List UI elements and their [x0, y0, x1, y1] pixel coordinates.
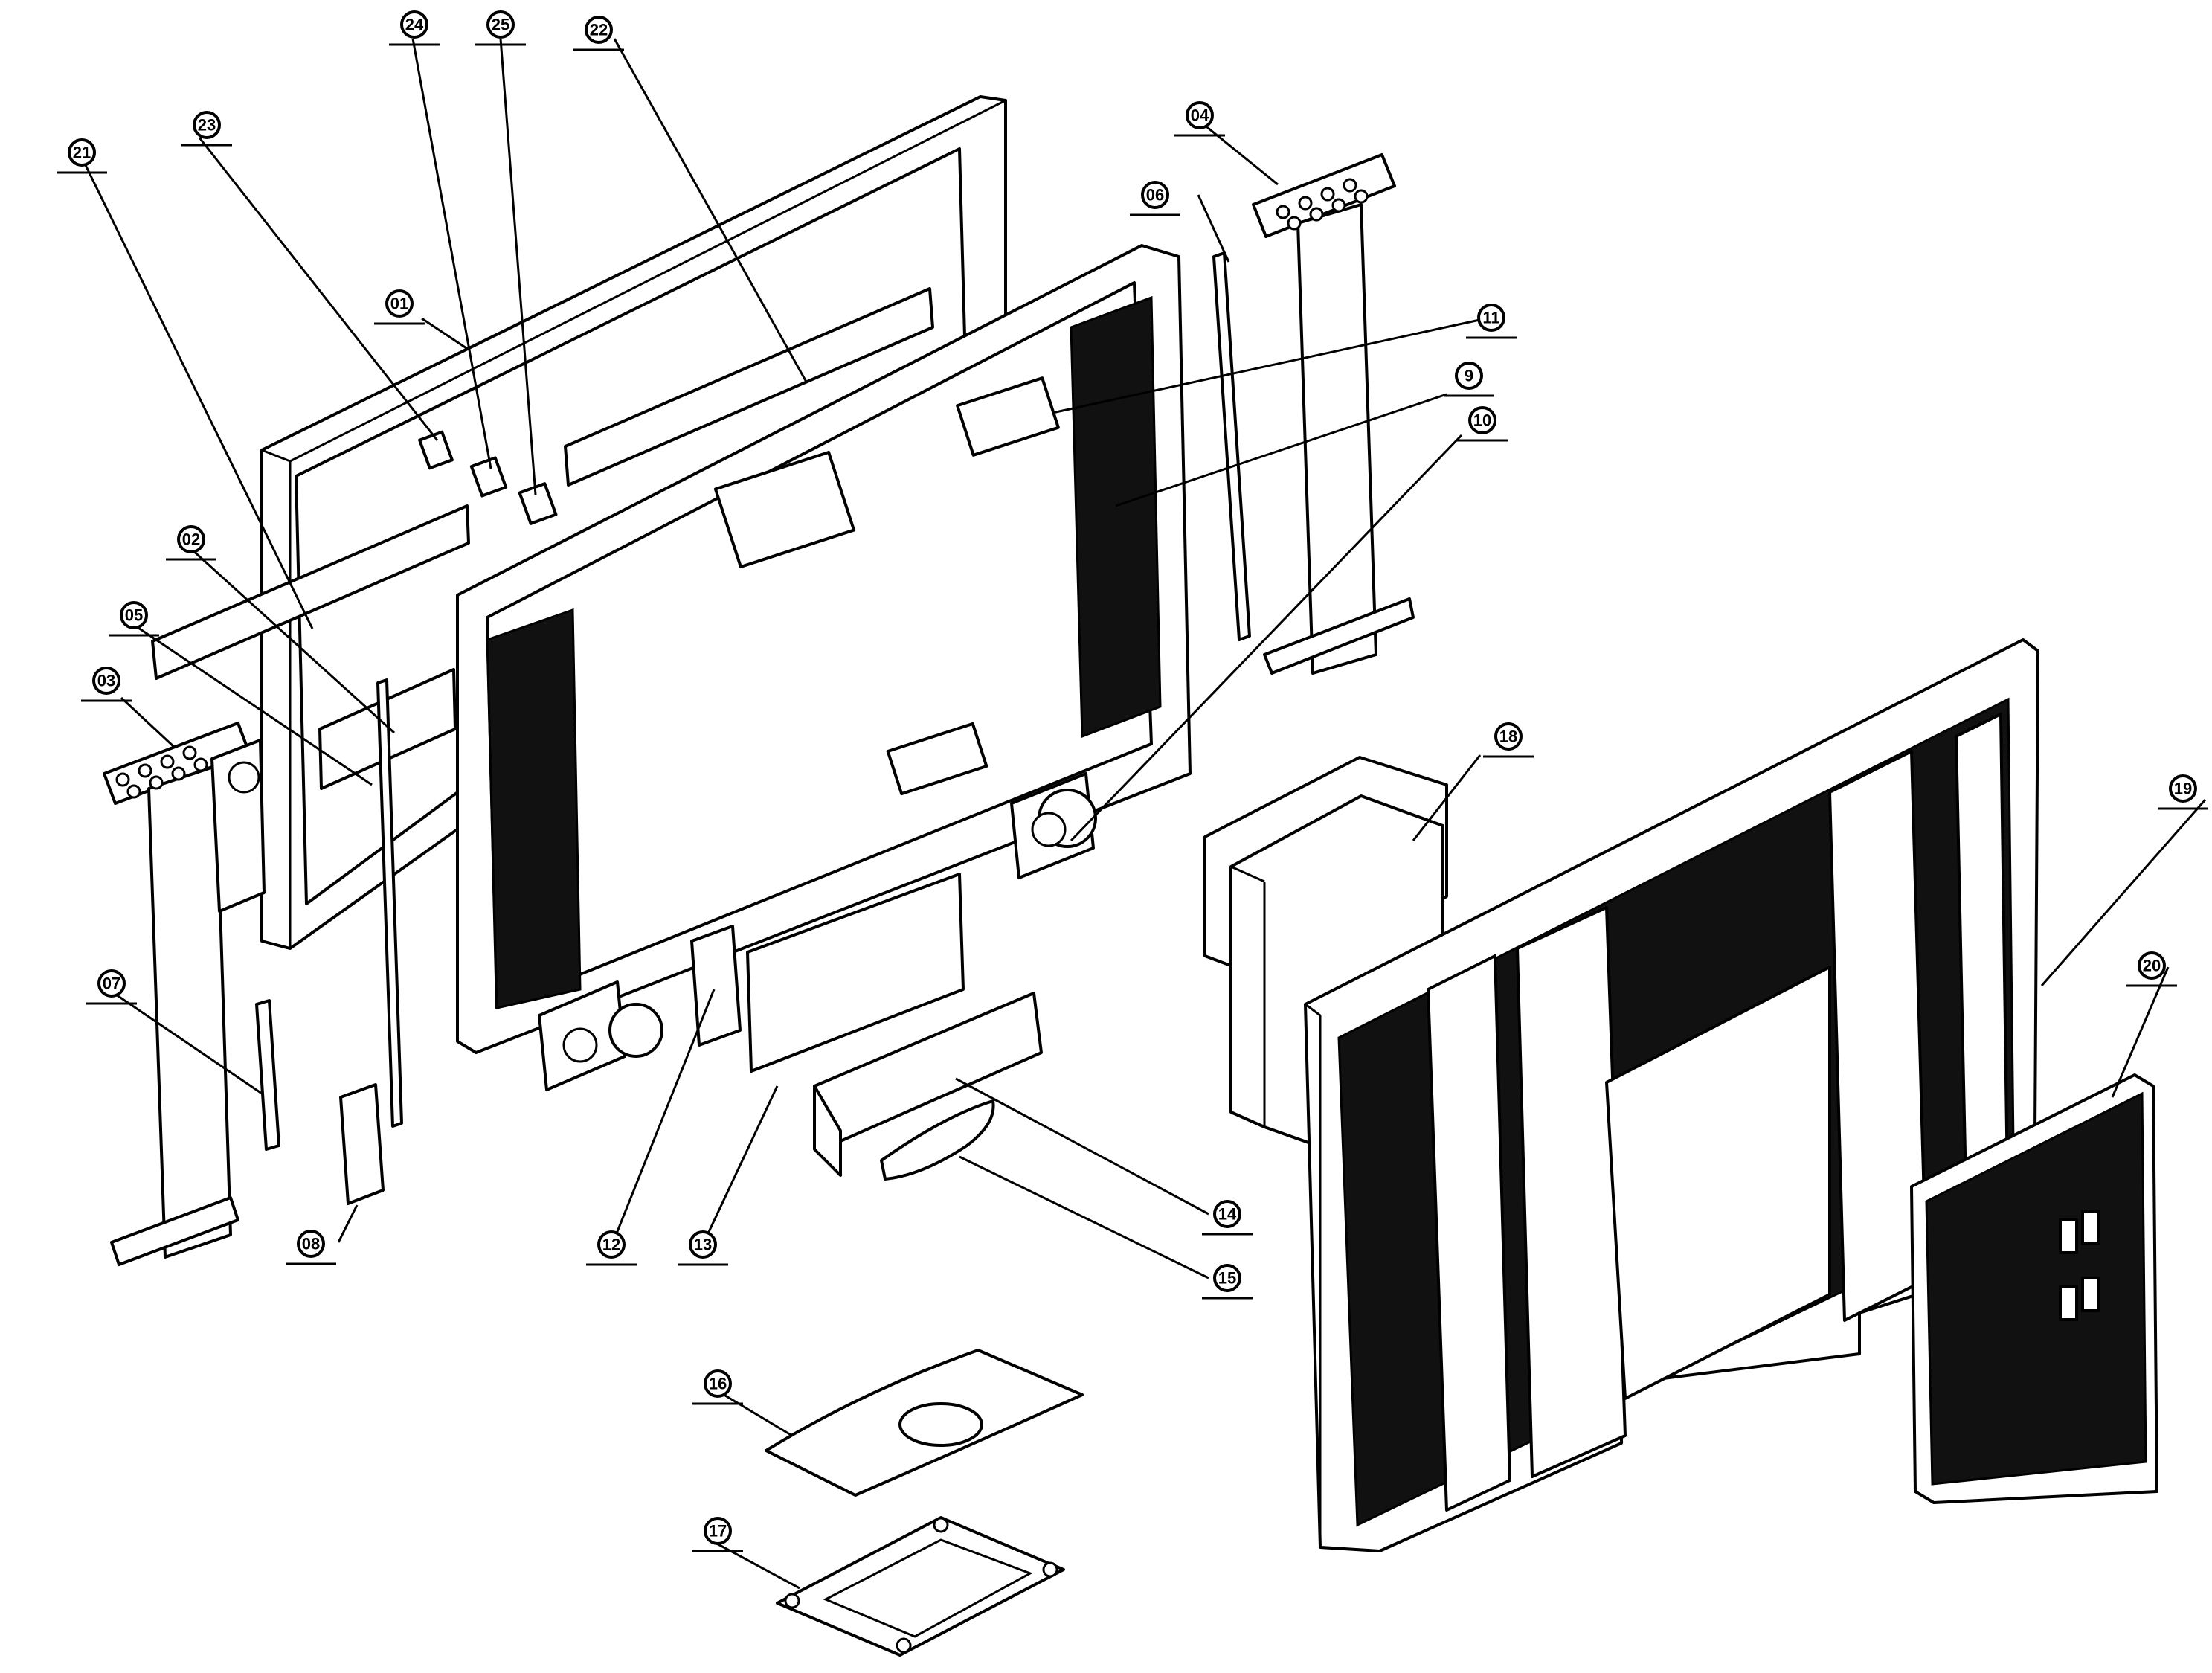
svg-text:9: 9 [1465, 367, 1473, 385]
svg-text:14: 14 [1218, 1205, 1237, 1224]
part-08 [339, 1083, 385, 1205]
svg-text:22: 22 [590, 21, 608, 39]
callout-05[interactable]: 05 [109, 601, 159, 637]
bracket-04-holes [1276, 178, 1369, 231]
leader-lines [83, 38, 2207, 1590]
strip-05 [376, 678, 403, 1128]
part-23 [418, 430, 454, 470]
svg-text:11: 11 [1482, 309, 1499, 327]
callout-17[interactable]: 17 [692, 1517, 743, 1552]
callout-22[interactable]: 22 [573, 16, 624, 51]
callout-02[interactable]: 02 [166, 525, 216, 561]
callout-01[interactable]: 01 [374, 289, 425, 325]
svg-text:05: 05 [125, 606, 143, 625]
callout-07[interactable]: 07 [86, 969, 137, 1005]
svg-text:25: 25 [492, 16, 509, 34]
stand-ring-15 [880, 1099, 995, 1181]
svg-text:19: 19 [2174, 780, 2192, 798]
svg-text:04: 04 [1191, 106, 1209, 125]
callout-04[interactable]: 04 [1174, 101, 1225, 137]
callout-14[interactable]: 14 [1202, 1200, 1253, 1236]
callout-25[interactable]: 25 [475, 10, 526, 46]
back-cover-vent-stripe-2 [1516, 906, 1627, 1478]
part-25 [518, 482, 558, 525]
part-24 [469, 456, 508, 498]
callout-13[interactable]: 13 [678, 1230, 728, 1266]
back-cover-vent-stripe-1 [1427, 954, 1511, 1512]
strip-07 [255, 999, 280, 1151]
svg-text:24: 24 [405, 16, 424, 34]
svg-text:15: 15 [1218, 1269, 1236, 1288]
callout-10[interactable]: 10 [1457, 406, 1508, 442]
board-9 [713, 450, 856, 569]
svg-text:17: 17 [709, 1522, 727, 1541]
svg-text:07: 07 [103, 974, 120, 993]
svg-text:13: 13 [694, 1236, 712, 1254]
svg-text:12: 12 [602, 1236, 620, 1254]
bracket-04 [1252, 153, 1415, 675]
callout-15[interactable]: 15 [1202, 1264, 1253, 1300]
speaker-units [538, 772, 1097, 1091]
callout-19[interactable]: 19 [2158, 774, 2208, 810]
callout-06[interactable]: 06 [1130, 181, 1180, 216]
base-cover-16 [765, 1349, 1084, 1497]
svg-text:23: 23 [198, 116, 216, 135]
svg-text:18: 18 [1499, 728, 1517, 746]
terminal-cover-20 [1910, 1073, 2158, 1504]
back-cover-window [1605, 966, 1831, 1400]
svg-text:02: 02 [182, 530, 200, 549]
panel-22 [564, 287, 934, 487]
bracket-03-holes [115, 745, 208, 799]
strip-06 [1212, 251, 1251, 641]
main-chassis [456, 244, 1192, 1054]
callout-24[interactable]: 24 [389, 10, 440, 46]
callout-08[interactable]: 08 [286, 1230, 336, 1265]
callout-11[interactable]: 11 [1466, 304, 1517, 339]
svg-text:10: 10 [1473, 411, 1491, 430]
callout-markers: 01 02 03 04 05 06 07 [57, 10, 2208, 1552]
svg-text:21: 21 [73, 144, 91, 162]
svg-text:08: 08 [302, 1235, 320, 1253]
base-plate-17 [776, 1516, 1065, 1657]
svg-text:16: 16 [709, 1375, 727, 1393]
board-11 [956, 376, 1060, 457]
bracket-03 [103, 722, 266, 1266]
callout-20[interactable]: 20 [2126, 951, 2177, 987]
back-cover-19 [1304, 638, 2039, 1552]
callout-12[interactable]: 12 [586, 1230, 637, 1266]
callout-21[interactable]: 21 [57, 138, 107, 174]
callout-23[interactable]: 23 [181, 111, 232, 147]
svg-text:20: 20 [2143, 957, 2161, 975]
panel-21 [151, 504, 470, 680]
callout-03[interactable]: 03 [81, 667, 132, 702]
svg-text:03: 03 [97, 672, 115, 690]
stand-plate-13 [746, 873, 965, 1073]
callout-16[interactable]: 16 [692, 1369, 743, 1405]
callout-9[interactable]: 9 [1444, 362, 1494, 397]
svg-text:01: 01 [390, 295, 408, 313]
callout-18[interactable]: 18 [1483, 722, 1534, 758]
svg-text:06: 06 [1146, 186, 1164, 205]
